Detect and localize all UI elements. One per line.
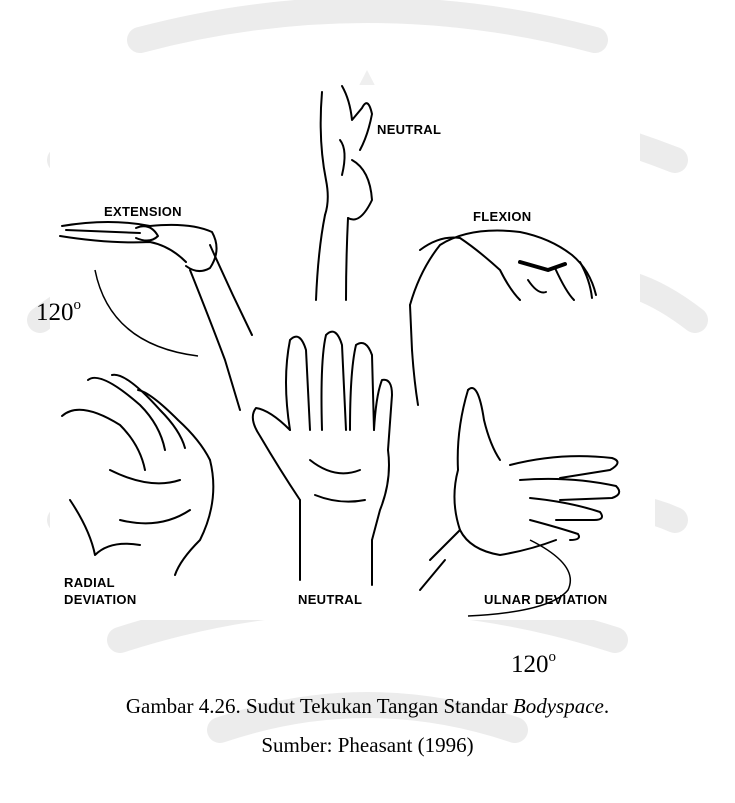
figure-source: Sumber: Pheasant (1996) xyxy=(0,732,735,758)
label-neutral-top: NEUTRAL xyxy=(377,122,441,138)
figure-panel-tab xyxy=(630,470,655,590)
label-radial-deviation: DEVIATION xyxy=(64,592,137,608)
extension-angle-label: 120o xyxy=(36,291,81,327)
caption-emphasis: Bodyspace xyxy=(513,694,604,718)
label-ulnar-deviation: ULNAR DEVIATION xyxy=(484,592,607,608)
label-flexion: FLEXION xyxy=(473,209,531,225)
label-neutral-bottom: NEUTRAL xyxy=(298,592,362,608)
figure-panel-right xyxy=(630,350,685,430)
label-extension: EXTENSION xyxy=(104,204,182,220)
ulnar-angle-label: 120o xyxy=(511,643,556,679)
figure-panel xyxy=(50,85,640,620)
figure-caption: Gambar 4.26. Sudut Tekukan Tangan Standa… xyxy=(0,693,735,719)
label-radial: RADIAL xyxy=(64,575,115,591)
